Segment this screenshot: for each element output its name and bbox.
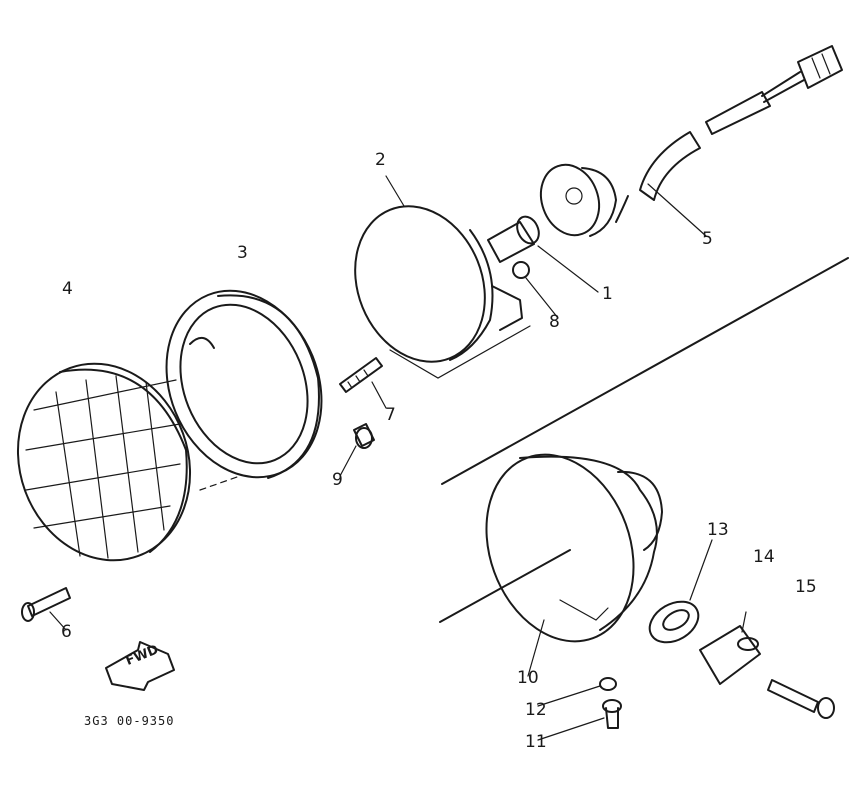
alignment-line-rim — [199, 475, 241, 491]
grommet-part-13 — [648, 600, 700, 644]
callout-13: 13 — [707, 520, 729, 540]
wire-harness-part-5 — [615, 45, 843, 223]
part-code: 3G3 00-9350 — [84, 714, 175, 728]
divider-line-lower — [439, 549, 571, 623]
divider-line-upper — [441, 257, 849, 485]
callout-2: 2 — [375, 150, 386, 170]
callout-3: 3 — [237, 243, 248, 263]
bolt-part-15 — [767, 679, 835, 719]
callout-10: 10 — [517, 668, 539, 688]
callout-4: 4 — [62, 279, 73, 299]
forward-arrow-icon — [105, 641, 175, 691]
callout-9: 9 — [332, 470, 343, 490]
leader-lines — [49, 175, 747, 741]
projection-line-lens — [389, 325, 531, 379]
callout-15: 15 — [795, 577, 817, 597]
cap-part-14 — [699, 625, 761, 685]
headlight-housing-part-10 — [485, 453, 663, 643]
callout-1: 1 — [602, 284, 613, 304]
callout-6: 6 — [61, 622, 72, 642]
screw-part-9 — [353, 423, 375, 449]
washer-part-12 — [599, 677, 617, 691]
adjusting-screw-part-7 — [339, 357, 383, 393]
bolt-part-11 — [602, 699, 622, 729]
callout-11: 11 — [525, 732, 547, 752]
callout-14: 14 — [753, 547, 775, 567]
nut-part-8 — [512, 261, 530, 279]
callout-5: 5 — [702, 229, 713, 249]
bulb-socket-part-1 — [487, 163, 617, 263]
bolt-part-6 — [21, 587, 71, 622]
callout-12: 12 — [525, 700, 547, 720]
headlight-rim-part-3 — [165, 289, 323, 479]
callout-8: 8 — [549, 312, 560, 332]
grille-guard-part-4 — [16, 362, 192, 562]
headlight-lens-part-2 — [354, 205, 523, 363]
callout-7: 7 — [385, 405, 396, 425]
